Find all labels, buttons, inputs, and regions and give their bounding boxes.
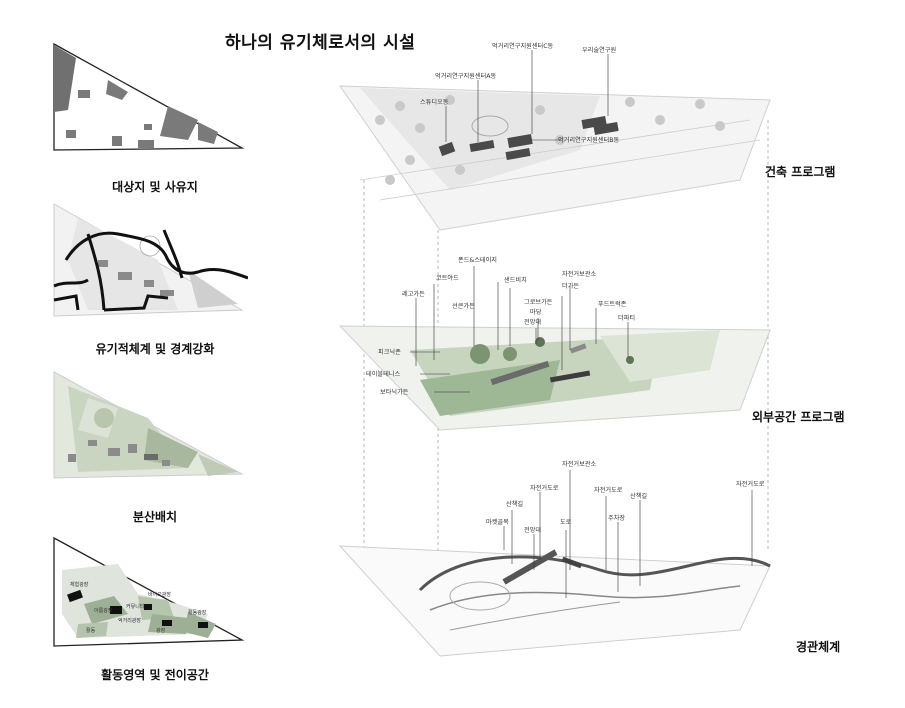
- landscape-label: 전망대: [524, 526, 541, 534]
- outdoor-label: 마당: [530, 308, 542, 316]
- section-title-architecture: 건축 프로그램: [765, 165, 836, 179]
- outdoor-label: 자전거보관소: [562, 270, 596, 278]
- architecture-layer: 억거리연구지원센터C동 우리술연구원 억거리연구지원센터A동 스튜디오동 억거리…: [339, 42, 771, 231]
- outdoor-label: 피크닉존: [378, 348, 401, 356]
- section-title-outdoor: 외부공간 프로그램: [752, 410, 845, 424]
- section-title-landscape: 경관체계: [796, 640, 841, 654]
- panel-caption-1: 대상지 및 사유지: [112, 180, 198, 194]
- outdoor-label: 더파티: [618, 314, 635, 322]
- outdoor-label: 코트야드: [436, 274, 459, 282]
- outdoor-layer: 폰드&스테이지 코트야드 샌드비치 자전거보관소 더가든 레고가든 선큰가든 그…: [338, 256, 771, 431]
- panel-caption-2: 유기적체계 및 경계강화: [95, 342, 215, 356]
- landscape-label: 자전거보관소: [562, 460, 596, 468]
- outdoor-label: 더가든: [562, 282, 579, 290]
- outdoor-label: 푸드트럭존: [598, 300, 627, 308]
- outdoor-label: 레고가든: [402, 290, 425, 298]
- activity-zones-panel: 체험광장 바이오광장 아름광장 커뮤니티 활동광장 억거리광장 활동 광장: [53, 536, 245, 647]
- landscape-label: 주차장: [608, 514, 625, 522]
- exploded-axonometric-diagram: 억거리연구지원센터C동 우리술연구원 억거리연구지원센터A동 스튜디오동 억거리…: [338, 42, 771, 657]
- outdoor-label: 전망대: [524, 318, 541, 326]
- outdoor-label: 폰드&스테이지: [458, 256, 497, 264]
- outdoor-label: 샌드비치: [504, 276, 527, 284]
- zone-label: 바이오광장: [148, 591, 171, 598]
- outdoor-label: 보타닉가든: [380, 388, 409, 396]
- site-map-panel: [53, 42, 245, 151]
- zone-label: 억거리광장: [118, 617, 141, 624]
- zone-label: 활동: [86, 627, 96, 634]
- arch-label: 억거리연구지원센터C동: [492, 42, 554, 50]
- landscape-label: 산책길: [630, 492, 647, 500]
- landscape-label: 도로: [560, 519, 572, 526]
- arch-label: 억거리연구지원센터A동: [435, 72, 496, 80]
- landscape-label: 자전거도로: [530, 484, 559, 492]
- zone-label: 활동광장: [188, 609, 207, 616]
- landscape-label: 자전거도로: [736, 480, 765, 488]
- panel-caption-3: 분산배치: [132, 510, 178, 524]
- landscape-label: 산책길: [506, 500, 523, 508]
- outdoor-label: 테이블테니스: [366, 370, 400, 378]
- landscape-label: 자전거도로: [594, 486, 623, 494]
- zone-label: 체험광장: [70, 581, 89, 588]
- zone-label: 광장: [156, 627, 166, 634]
- landscape-label: 마켓골목: [486, 518, 509, 526]
- zone-label: 아름광장: [94, 607, 113, 614]
- page-title: 하나의 유기체로서의 시설: [225, 33, 416, 53]
- landscape-layer: 자전거보관소 자전거도로 자전거도로 산책길 산책길 자전거도로 마켓골목 전망…: [338, 460, 771, 657]
- outdoor-label: 그로브가든: [524, 298, 553, 306]
- arch-label: 억거리연구지원센터B동: [558, 136, 619, 144]
- panel-caption-4: 활동영역 및 전이공간: [101, 668, 209, 682]
- distributed-placement-panel: [53, 371, 244, 479]
- arch-label: 우리술연구원: [582, 46, 616, 54]
- organic-system-panel: [53, 203, 248, 317]
- arch-label: 스튜디오동: [420, 98, 449, 106]
- outdoor-label: 선큰가든: [452, 302, 475, 310]
- zone-label: 커뮤니티: [126, 603, 144, 610]
